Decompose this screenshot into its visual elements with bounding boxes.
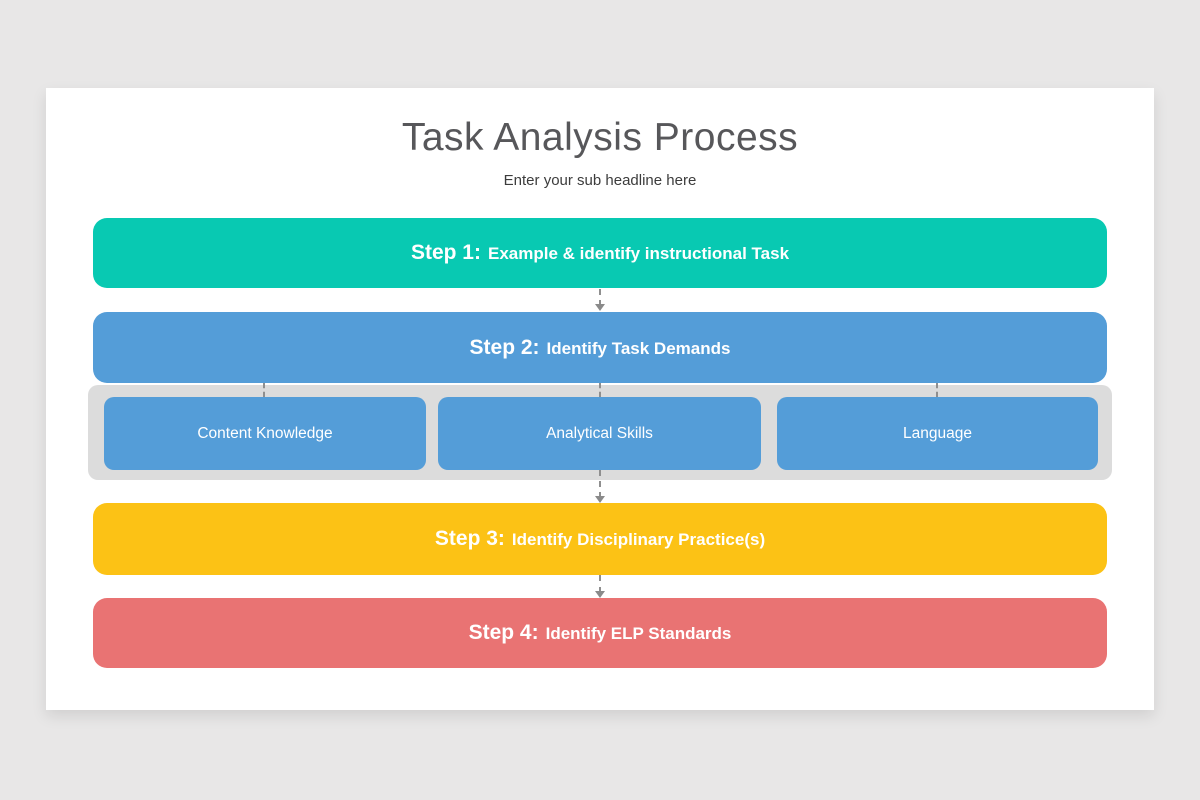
substep-analytical-skills: Analytical Skills (438, 397, 761, 470)
arrowhead-substep-step3 (595, 496, 605, 503)
step-2-text: Step 2: Identify Task Demands (470, 336, 731, 360)
connector-step3-step4 (599, 575, 601, 593)
step-4-bar: Step 4: Identify ELP Standards (93, 598, 1107, 668)
step-2-prefix: Step 2: (469, 335, 540, 359)
substep-analytical-skills-label: Analytical Skills (546, 424, 653, 442)
arrowhead-step3-step4 (595, 591, 605, 598)
arrowhead-step1-step2 (595, 304, 605, 311)
slide-title: Task Analysis Process (401, 116, 799, 159)
substep-content-knowledge-label: Content Knowledge (197, 424, 333, 442)
step-3-bar: Step 3: Identify Disciplinary Practice(s… (93, 503, 1107, 575)
slide-subtitle: Enter your sub headline here (503, 172, 697, 189)
connector-substep-step3 (599, 470, 601, 498)
step-4-text: Step 4: Identify ELP Standards (469, 621, 732, 645)
step-1-bar: Step 1: Example & identify instructional… (93, 218, 1107, 288)
connector-step2-substep1 (263, 383, 265, 397)
slide-card: Task Analysis Process Enter your sub hea… (46, 88, 1154, 710)
substep-language: Language (777, 397, 1098, 470)
step-1-text: Step 1: Example & identify instructional… (411, 241, 789, 265)
step-1-prefix: Step 1: (410, 241, 481, 264)
step-4-prefix: Step 4: (468, 621, 539, 644)
step-2-bar: Step 2: Identify Task Demands (93, 312, 1107, 383)
substep-language-label: Language (903, 424, 972, 442)
step-2-label: Identify Task Demands (546, 338, 731, 358)
connector-step2-substep3 (936, 383, 938, 397)
step-3-label: Identify Disciplinary Practice(s) (511, 530, 766, 549)
substep-content-knowledge: Content Knowledge (104, 397, 426, 470)
step-3-prefix: Step 3: (434, 527, 505, 550)
connector-step1-step2 (599, 289, 601, 306)
step-1-label: Example & identify instructional Task (487, 244, 790, 263)
connector-step2-substep2 (599, 383, 601, 397)
step-3-text: Step 3: Identify Disciplinary Practice(s… (435, 527, 765, 551)
step-4-label: Identify ELP Standards (545, 624, 732, 643)
